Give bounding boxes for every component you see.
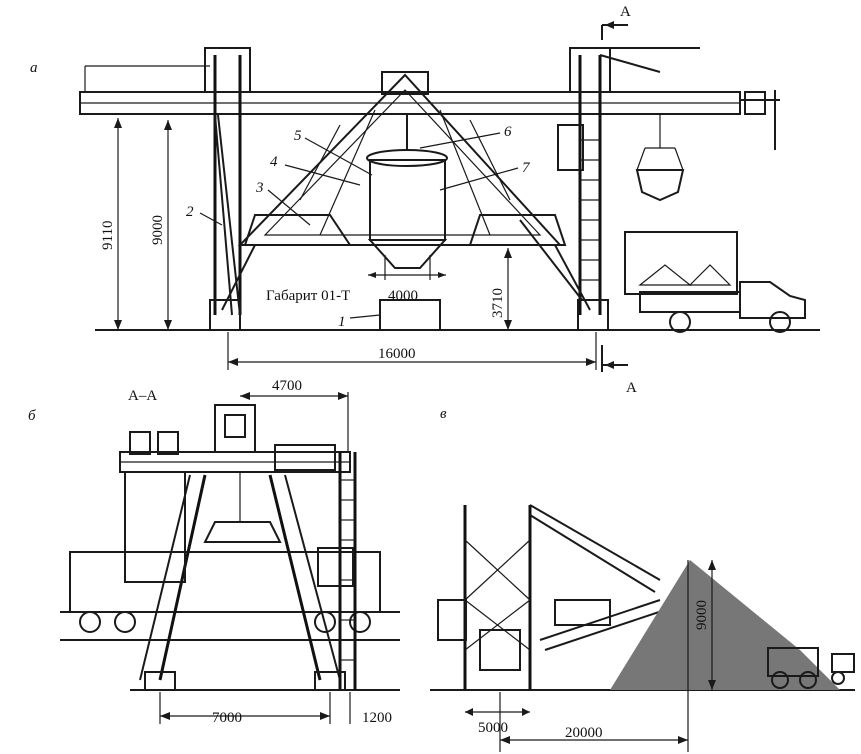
part-6: 6	[504, 124, 512, 140]
bunker-hopper	[366, 115, 448, 280]
part-2: 2	[186, 204, 194, 220]
part-5: 5	[294, 128, 302, 144]
dimension-lines-v	[465, 560, 716, 752]
gauge-label: Габарит 01-Т	[266, 288, 350, 304]
view-v-stockpile: в 9000 5000 20000	[430, 406, 855, 752]
view-a-letter: а	[30, 60, 38, 76]
dim-v-9000: 9000	[694, 600, 710, 630]
section-label-bottom: А	[626, 380, 637, 396]
part-4: 4	[270, 154, 278, 170]
dim-b-4700: 4700	[272, 378, 302, 394]
view-b-section: б А–А 4700 7000 1200	[28, 378, 400, 726]
part-leaders	[199, 132, 519, 319]
dim-b-1200: 1200	[362, 710, 392, 726]
dim-a-3710: 3710	[490, 288, 506, 318]
dim-a-9000: 9000	[150, 215, 166, 245]
section-mark-bottom: А	[601, 345, 637, 396]
dim-a-span: 16000	[378, 346, 416, 362]
dim-v-20000: 20000	[565, 725, 603, 741]
section-label-top: А	[620, 4, 631, 20]
dim-b-7000: 7000	[212, 710, 242, 726]
grab-bucket	[635, 115, 685, 202]
view-b-section-label: А–А	[128, 388, 157, 404]
part-7: 7	[522, 160, 531, 176]
view-a-gantry-crane: А А	[30, 4, 820, 396]
dimension-lines-b	[159, 392, 351, 724]
dimension-lines-a	[114, 118, 597, 370]
dim-v-5000: 5000	[478, 720, 508, 736]
section-mark-top: А	[601, 4, 631, 40]
dump-truck	[624, 231, 806, 333]
part-1: 1	[338, 314, 346, 330]
dim-a-gauge: 4000	[388, 288, 418, 304]
wheel-loader	[767, 647, 855, 689]
ladder-rungs-b	[340, 479, 355, 661]
sand-stockpile	[610, 560, 840, 690]
part-3: 3	[255, 180, 264, 196]
dim-a-9110: 9110	[100, 221, 116, 250]
view-b-letter: б	[28, 408, 36, 424]
railway-wagon	[60, 551, 400, 633]
gauge-block	[379, 299, 441, 331]
view-v-letter: в	[440, 406, 447, 422]
